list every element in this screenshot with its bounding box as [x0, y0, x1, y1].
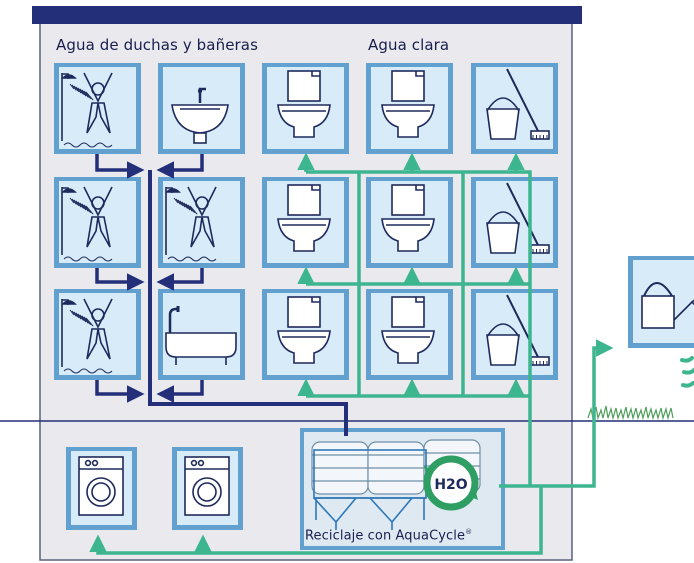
toilet-tile: [262, 63, 349, 154]
bucket-tile: [471, 289, 558, 380]
greywater-pipes: [95, 154, 348, 436]
house-roof: [32, 6, 582, 24]
garden-fixture: [628, 256, 694, 348]
shower-icon: [61, 186, 113, 262]
grass: [587, 356, 694, 421]
toilet-icon: [277, 184, 331, 252]
shower-icon: [61, 72, 113, 148]
washing-machine-left-tile: [66, 447, 137, 530]
toilet-tile: [366, 63, 453, 154]
toilet-icon: [277, 296, 331, 364]
mop-bucket-icon: [486, 294, 550, 366]
h2o-recycle-icon: H2O: [423, 455, 479, 511]
toilet-icon: [277, 70, 331, 138]
watering-can-tile: [628, 256, 694, 348]
shower-icon: [61, 298, 113, 374]
mop-bucket-icon: [486, 68, 550, 140]
toilet-tile: [366, 177, 453, 268]
bucket-tile: [471, 177, 558, 268]
toilet-tile: [262, 177, 349, 268]
washing-machine-icon: [184, 456, 230, 516]
washing-machine-right-tile: [172, 447, 243, 530]
bucket-tile: [471, 63, 558, 154]
bathtub-icon: [165, 306, 237, 365]
mop-bucket-icon: [486, 182, 550, 254]
shower-tile: [158, 177, 245, 268]
clear-water-label: Agua clara: [368, 36, 450, 54]
recycling-label-text: Reciclaje con AquaCycle: [305, 528, 466, 544]
bathtub-tile: [158, 289, 245, 380]
shower-tile: [54, 289, 141, 380]
washing-machine-icon: [78, 456, 124, 516]
sink-tile: [158, 63, 245, 154]
shower-group-label: Agua de duchas y bañeras: [56, 36, 258, 54]
shower-tile: [54, 63, 141, 154]
toilet-tile: [262, 289, 349, 380]
toilet-icon: [381, 296, 435, 364]
recycled-water-pipes: [89, 152, 614, 555]
fixture-grid: [54, 63, 558, 380]
sink-icon: [171, 87, 229, 144]
aquacycle-tile: H2O: [300, 428, 505, 550]
shower-tile: [54, 177, 141, 268]
toilet-icon: [381, 70, 435, 138]
shower-icon: [165, 186, 217, 262]
toilet-tile: [366, 289, 453, 380]
h2o-formula: H2O: [434, 477, 467, 493]
registered-mark: ®: [465, 528, 473, 536]
watering-can-icon: [641, 282, 694, 329]
toilet-icon: [381, 184, 435, 252]
recycling-label: Reciclaje con AquaCycle®: [305, 528, 472, 543]
basement-fixtures: H2O: [66, 428, 505, 550]
